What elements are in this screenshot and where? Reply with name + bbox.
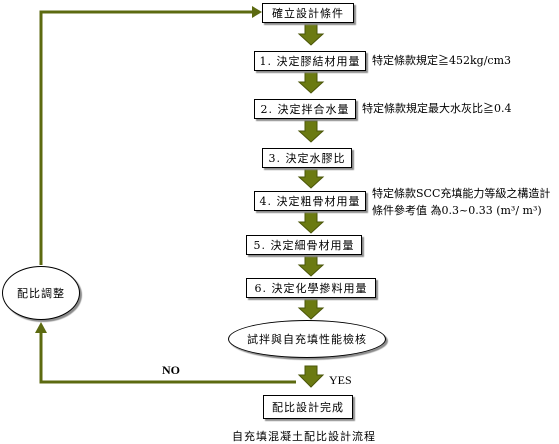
arrow-down-7	[297, 297, 325, 320]
arrow-down-5	[297, 211, 325, 234]
down-arrows	[297, 23, 325, 388]
trial-check-oval: 試拌與自充填性能檢核	[228, 320, 386, 358]
step-3-box: 3. 決定水膠比	[262, 148, 352, 168]
step-4-note-line1: 特定條款SCC充填能力等級之構造計	[372, 187, 551, 200]
no-label: NO	[162, 363, 180, 377]
mix-adjust-oval: 配比調整	[2, 266, 80, 320]
start-box: 確立設計條件	[262, 3, 354, 23]
loop-arrowhead-bottom	[35, 322, 47, 333]
step-4-box: 4. 決定粗骨材用量	[254, 191, 366, 211]
step-1-note: 特定條款規定≧452kg/cm3	[372, 54, 511, 67]
arrow-down-1	[297, 23, 325, 46]
end-box: 配比設計完成	[263, 395, 353, 419]
arrow-down-2	[297, 71, 325, 94]
yes-label: YES	[329, 373, 352, 387]
step-2-box: 2. 決定拌合水量	[254, 99, 356, 119]
step-4-note-line2: 條件參考值 為0.3~0.33 (m³/ m³)	[372, 204, 542, 217]
diagram-caption: 自充填混凝土配比設計流程	[232, 430, 376, 443]
loop-line-top	[39, 10, 254, 265]
loop-line-bottom	[39, 330, 296, 384]
step-2-note: 特定條款規定最大水灰比≧0.4	[362, 102, 512, 115]
step-5-box: 5. 決定細骨材用量	[246, 235, 362, 255]
arrow-down-4	[297, 167, 325, 189]
arrow-down-8	[297, 365, 325, 388]
step-6-box: 6. 決定化學摻料用量	[246, 278, 376, 298]
arrow-down-3	[297, 120, 325, 143]
arrow-down-6	[297, 254, 325, 277]
step-1-box: 1. 決定膠結材用量	[254, 51, 366, 71]
loop-arrowhead-top	[252, 6, 262, 18]
